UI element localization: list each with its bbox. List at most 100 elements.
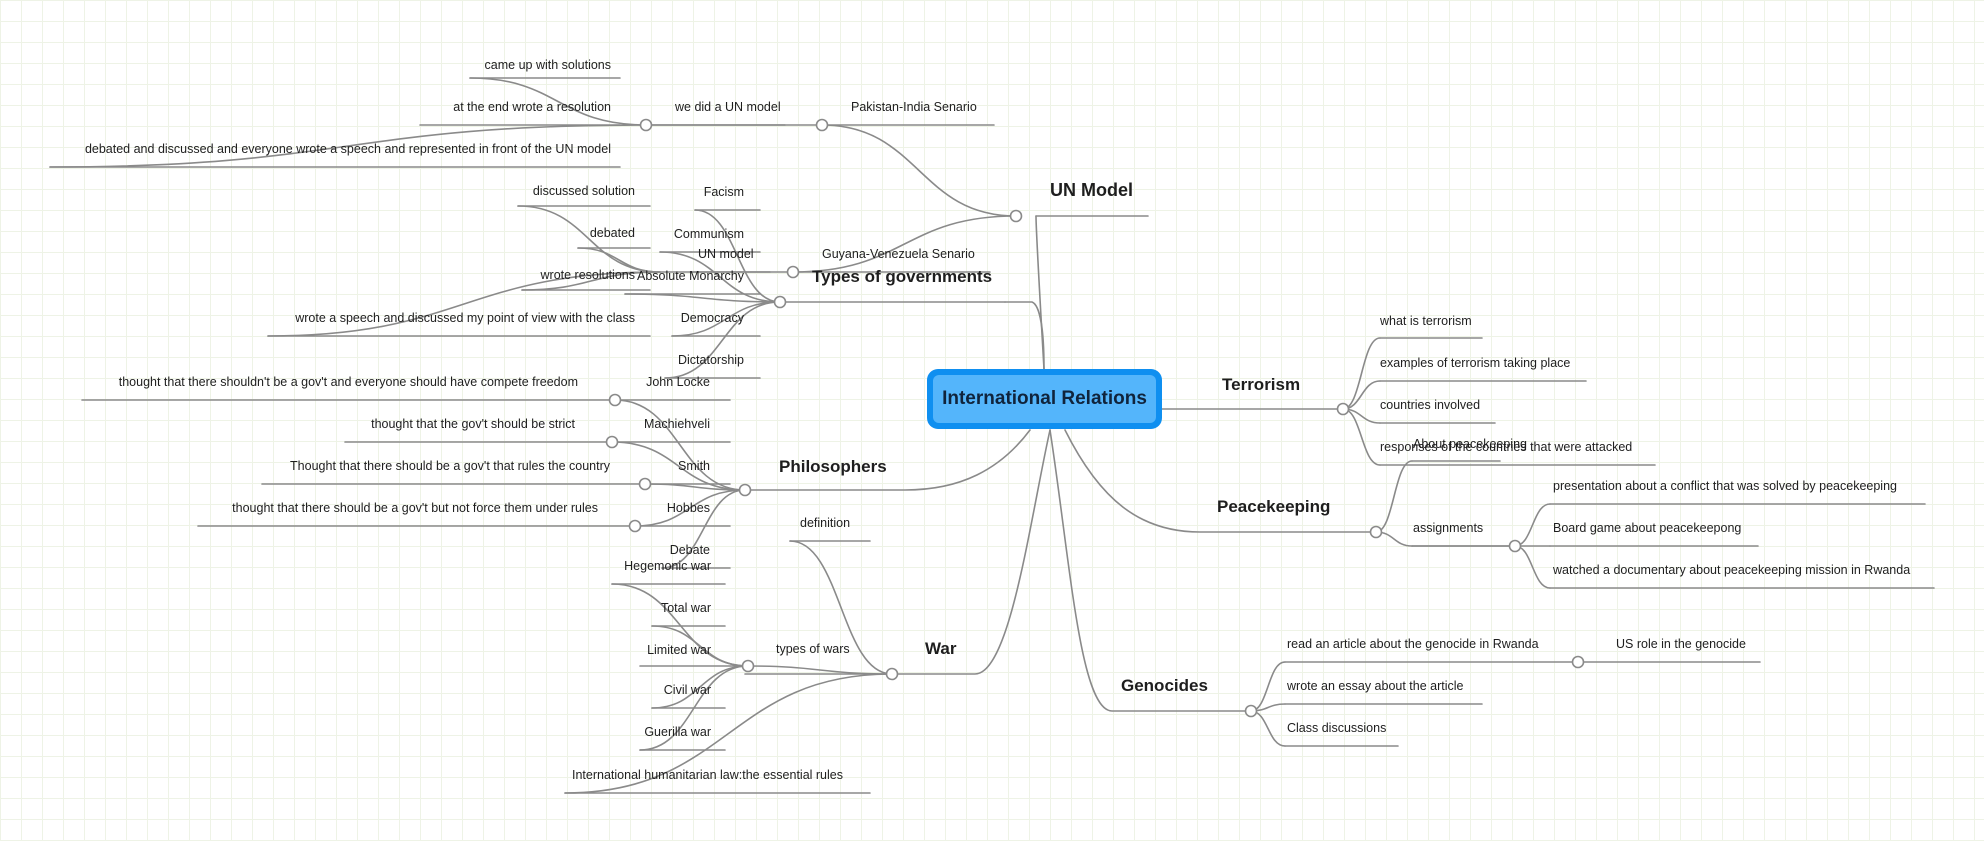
topic-peacekeeping[interactable]: Peacekeeping — [1217, 497, 1330, 516]
collapse-toggle[interactable] — [738, 483, 752, 497]
collapse-toggle[interactable] — [1244, 704, 1258, 718]
topic-genocides[interactable]: Genocides — [1121, 676, 1208, 695]
topic-we-did-un-model[interactable]: we did a UN model — [674, 100, 781, 114]
topic-board-game[interactable]: Board game about peacekeepong — [1553, 521, 1741, 535]
branch-line-genocides — [1049, 429, 1252, 712]
connector-line — [747, 665, 893, 675]
connector-line — [1514, 503, 1551, 547]
topic-wrote-resolution[interactable]: at the end wrote a resolution — [453, 100, 611, 114]
connector-line — [49, 124, 647, 168]
topic-wrote-speech[interactable]: wrote a speech and discussed my point of… — [294, 311, 635, 325]
central-topic[interactable]: International Relations — [927, 369, 1162, 429]
topic-dictatorship[interactable]: Dictatorship — [678, 353, 744, 367]
note-john-locke[interactable]: thought that there shouldn't be a gov't … — [119, 375, 578, 389]
collapse-toggle[interactable] — [1336, 402, 1350, 416]
collapse-toggle[interactable] — [1508, 539, 1522, 553]
topic-communism[interactable]: Communism — [674, 227, 744, 241]
connector-line — [267, 271, 661, 337]
connector-line — [821, 124, 1017, 217]
connector-line — [1342, 408, 1381, 466]
topic-debated[interactable]: debated — [590, 226, 635, 240]
topic-machiehveli[interactable]: Machiehveli — [644, 417, 710, 431]
connector-line — [624, 293, 781, 303]
topic-about-peacekeeping[interactable]: About peacekeeping — [1413, 437, 1527, 451]
topic-examples-terrorism[interactable]: examples of terrorism taking place — [1380, 356, 1570, 370]
topic-un-model[interactable]: UN Model — [1050, 180, 1133, 200]
topic-hegemonic-war[interactable]: Hegemonic war — [624, 559, 711, 573]
branch-line-types-of-governments — [1004, 301, 1045, 370]
topic-hobbes[interactable]: Hobbes — [667, 501, 710, 515]
central-topic-label: International Relations — [933, 375, 1156, 423]
topic-pakistan-india[interactable]: Pakistan-India Senario — [851, 100, 977, 114]
collapse-toggle[interactable] — [885, 667, 899, 681]
connector-line — [671, 301, 781, 337]
connector-line — [792, 215, 1017, 273]
collapse-toggle[interactable] — [605, 435, 619, 449]
topic-assignments[interactable]: assignments — [1413, 521, 1483, 535]
topic-us-role[interactable]: US role in the genocide — [1616, 637, 1746, 651]
branch-line-un-model — [1035, 215, 1045, 370]
topic-philosophers[interactable]: Philosophers — [779, 457, 887, 476]
topic-smith[interactable]: Smith — [678, 459, 710, 473]
connector-line — [1342, 380, 1381, 410]
topic-absolute-monarchy[interactable]: Absolute Monarchy — [637, 269, 745, 283]
topic-un-model-sub[interactable]: UN model — [698, 247, 754, 261]
connector-line — [651, 625, 749, 667]
topic-documentary[interactable]: watched a documentary about peacekeeping… — [1552, 563, 1910, 577]
collapse-toggle[interactable] — [639, 118, 653, 132]
topic-discussed-solution[interactable]: discussed solution — [533, 184, 635, 198]
collapse-toggle[interactable] — [741, 659, 755, 673]
topic-debated-discussed[interactable]: debated and discussed and everyone wrote… — [85, 142, 611, 156]
note-smith[interactable]: Thought that there should be a gov't tha… — [290, 459, 611, 473]
connector-line — [577, 247, 661, 273]
topic-international-humanitarian-law[interactable]: International humanitarian law:the essen… — [572, 768, 843, 782]
topic-terrorism[interactable]: Terrorism — [1222, 375, 1300, 394]
connector-line — [1375, 460, 1413, 533]
topic-john-locke[interactable]: John Locke — [646, 375, 710, 389]
topic-democracy[interactable]: Democracy — [681, 311, 745, 325]
collapse-toggle[interactable] — [1369, 525, 1383, 539]
topic-came-up-solutions[interactable]: came up with solutions — [485, 58, 611, 72]
topic-class-discussions[interactable]: Class discussions — [1287, 721, 1386, 735]
topic-war[interactable]: War — [925, 639, 957, 658]
connector-line — [664, 301, 781, 379]
topic-wrote-resolutions[interactable]: wrote resolutions — [540, 268, 636, 282]
topic-civil-war[interactable]: Civil war — [664, 683, 711, 697]
topic-guerilla-war[interactable]: Guerilla war — [644, 725, 711, 739]
branch-line-philosophers — [744, 429, 1031, 491]
connector-line — [611, 441, 746, 491]
topic-presentation[interactable]: presentation about a conflict that was s… — [1553, 479, 1897, 493]
connector-line — [661, 489, 746, 569]
collapse-toggle[interactable] — [815, 118, 829, 132]
collapse-toggle[interactable] — [608, 393, 622, 407]
topic-facism[interactable]: Facism — [704, 185, 744, 199]
topic-total-war[interactable]: Total war — [661, 601, 711, 615]
topic-types-of-governments[interactable]: Types of governments — [812, 267, 992, 286]
collapse-toggle[interactable] — [1571, 655, 1585, 669]
topic-limited-war[interactable]: Limited war — [647, 643, 711, 657]
connector-line — [639, 665, 749, 751]
connector-line — [644, 483, 746, 491]
branch-line-peacekeeping — [1064, 429, 1377, 533]
connector-line — [469, 77, 647, 126]
collapse-toggle[interactable] — [1009, 209, 1023, 223]
collapse-toggle[interactable] — [786, 265, 800, 279]
topic-responses[interactable]: responses of the countries that were att… — [1380, 440, 1632, 454]
note-hobbes[interactable]: thought that there should be a gov't but… — [232, 501, 598, 515]
collapse-toggle[interactable] — [638, 477, 652, 491]
topic-wrote-essay[interactable]: wrote an essay about the article — [1286, 679, 1464, 693]
topic-debate[interactable]: Debate — [670, 543, 710, 557]
topic-read-article[interactable]: read an article about the genocide in Rw… — [1287, 637, 1539, 651]
topic-types-of-wars[interactable]: types of wars — [776, 642, 850, 656]
connector-line — [694, 209, 781, 303]
collapse-toggle[interactable] — [628, 519, 642, 533]
topic-definition[interactable]: definition — [800, 516, 850, 530]
topic-what-is-terrorism[interactable]: what is terrorism — [1379, 314, 1472, 328]
connector-line — [614, 399, 746, 491]
collapse-toggle[interactable] — [773, 295, 787, 309]
topic-countries-involved[interactable]: countries involved — [1380, 398, 1480, 412]
branch-line-war — [891, 429, 1051, 675]
topic-guyana-venezuela[interactable]: Guyana-Venezuela Senario — [822, 247, 975, 261]
note-machiehveli[interactable]: thought that the gov't should be strict — [371, 417, 575, 431]
